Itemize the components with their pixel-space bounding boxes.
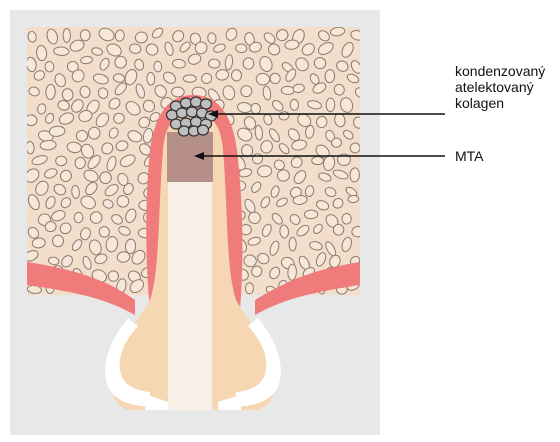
collagen-label-line-1: kondenzovaný (455, 63, 545, 79)
collagen-particle (181, 98, 192, 108)
trabecula (289, 237, 296, 251)
trabecula (154, 61, 162, 72)
collagen-particle (187, 107, 198, 117)
trabecula (256, 73, 270, 85)
pulp-canal (168, 180, 212, 410)
trabecula (350, 168, 360, 182)
collagen-particle (198, 125, 209, 135)
trabecula (56, 156, 67, 166)
trabecula (287, 264, 296, 280)
trabecula (76, 130, 88, 142)
trabecula (147, 72, 155, 85)
trabecula (333, 224, 344, 236)
trabecula (235, 44, 247, 54)
trabecula (74, 212, 83, 223)
trabecula (52, 235, 64, 248)
collagen-particle (177, 108, 188, 118)
trabecula (231, 70, 241, 81)
trabecula (63, 28, 70, 42)
collagen-label-line-2: atelektovaný (455, 79, 545, 95)
collagen-label-line-3: kolagen (455, 95, 545, 111)
trabecula (26, 141, 35, 154)
trabecula (113, 113, 124, 124)
collagen-label: kondenzovaný atelektovaný kolagen (455, 63, 545, 111)
mta-plug (167, 132, 213, 182)
trabecula (281, 86, 294, 94)
mta-label: MTA (455, 148, 484, 164)
trabecula (342, 213, 352, 224)
collagen-particle (179, 126, 190, 136)
trabecula (326, 98, 335, 112)
trabecula (348, 195, 359, 203)
trabecula (183, 75, 196, 82)
trabecula (45, 84, 55, 99)
trabecula (312, 157, 324, 165)
trabecula (245, 283, 253, 294)
trabecula (304, 210, 318, 219)
collagen-particle (191, 97, 202, 107)
trabecula (290, 99, 299, 110)
trabecula (171, 87, 184, 97)
trabecula (243, 58, 254, 70)
trabecula (80, 30, 90, 41)
